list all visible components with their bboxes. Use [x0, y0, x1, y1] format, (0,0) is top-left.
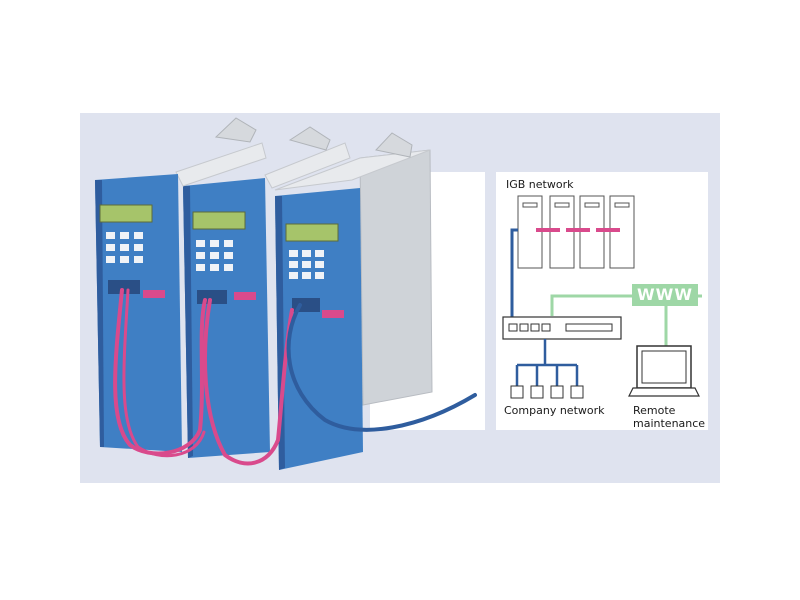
mounting-tab-icon [214, 117, 257, 143]
mounting-tab-icon [375, 132, 413, 158]
keypad-icon [196, 240, 233, 271]
workstation-icon [550, 385, 564, 399]
link-green [550, 294, 632, 316]
keypad-icon [106, 232, 143, 263]
network-cables [113, 288, 477, 466]
keypad-icon [289, 250, 324, 279]
remote-label-line2: maintenance [633, 417, 706, 430]
www-label: WWW [632, 284, 698, 306]
remote-maintenance-label: Remote maintenance [633, 404, 705, 430]
igb-network-label: IGB network [506, 178, 574, 191]
mounting-tab-icon [288, 126, 331, 151]
cable-blue [286, 303, 477, 432]
company-network-label: Company network [504, 404, 605, 417]
company-network-tree [515, 339, 579, 386]
cable-magenta-3 [203, 298, 294, 466]
lcd-display [285, 223, 339, 242]
lcd-display [192, 211, 246, 230]
cable-magenta-1 [113, 288, 207, 456]
workstation-icon [530, 385, 544, 399]
workstation-icon [510, 385, 524, 399]
network-switch-icon [502, 316, 622, 340]
workstation-icon [570, 385, 584, 399]
cable-magenta-2 [122, 288, 206, 458]
uplink-blue [510, 228, 518, 322]
network-diagram [502, 195, 702, 399]
drive-unit-3 [274, 132, 433, 470]
lcd-display [99, 204, 153, 223]
remote-label-line1: Remote [633, 404, 676, 417]
monitor-icon [628, 345, 700, 397]
